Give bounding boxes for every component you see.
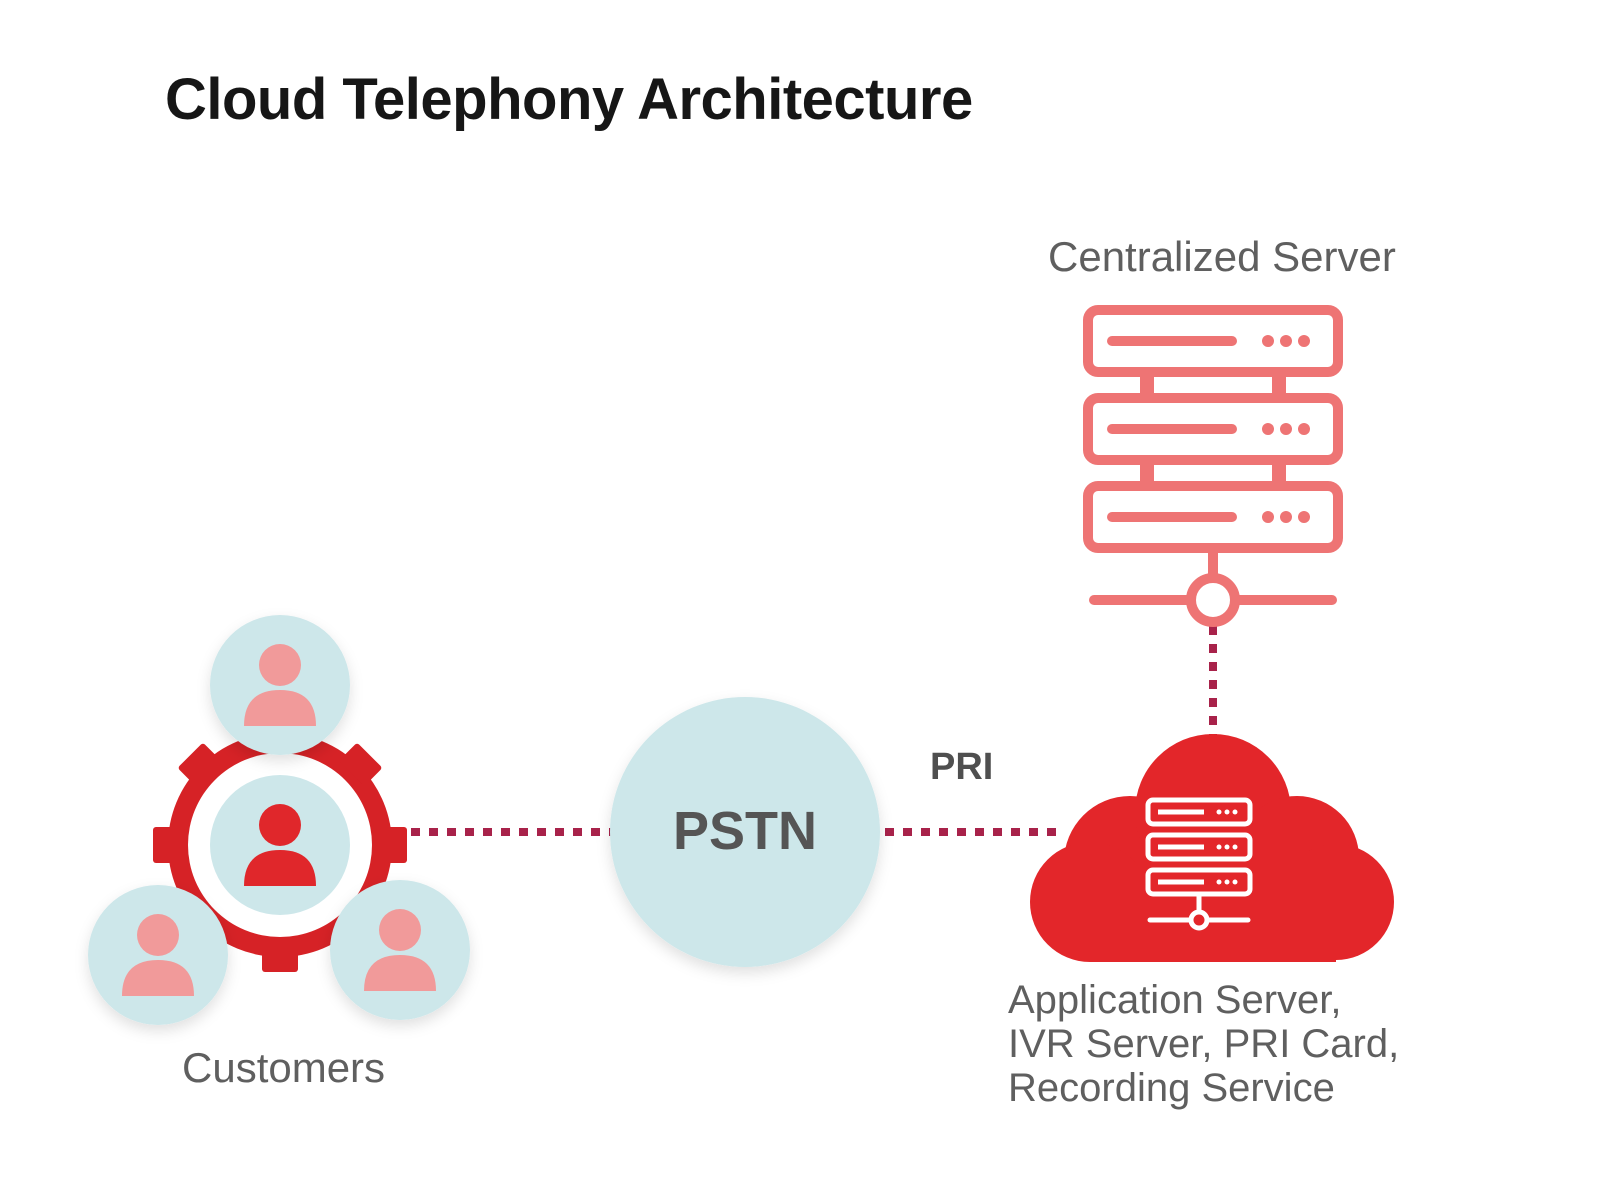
- customer-top: [210, 615, 350, 755]
- customers-group: [88, 615, 470, 1025]
- user-icon: [244, 804, 316, 886]
- pri-label: PRI: [930, 746, 994, 788]
- cloud-server-icon: [1145, 797, 1253, 931]
- customers-label: Customers: [182, 1044, 386, 1091]
- user-icon: [244, 644, 316, 726]
- cloud-services-line: Recording Service: [1008, 1066, 1335, 1110]
- customer-bottom-left: [88, 885, 228, 1025]
- centralized-server-label: Centralized Server: [1048, 233, 1396, 280]
- page-title: Cloud Telephony Architecture: [165, 67, 973, 132]
- cloud-services-line: IVR Server, PRI Card,: [1008, 1022, 1400, 1066]
- customer-center: [210, 775, 350, 915]
- user-icon: [364, 909, 436, 991]
- user-icon: [122, 914, 194, 996]
- pstn-node: [610, 697, 880, 967]
- cloud-services-label: Application Server, IVR Server, PRI Card…: [1008, 978, 1399, 1110]
- cloud-services-line: Application Server,: [1008, 978, 1342, 1022]
- pstn-label: PSTN: [672, 801, 818, 861]
- cloud-icon: [1030, 734, 1394, 962]
- server-rack-icon: [1083, 305, 1343, 627]
- customer-bottom-right: [330, 880, 470, 1020]
